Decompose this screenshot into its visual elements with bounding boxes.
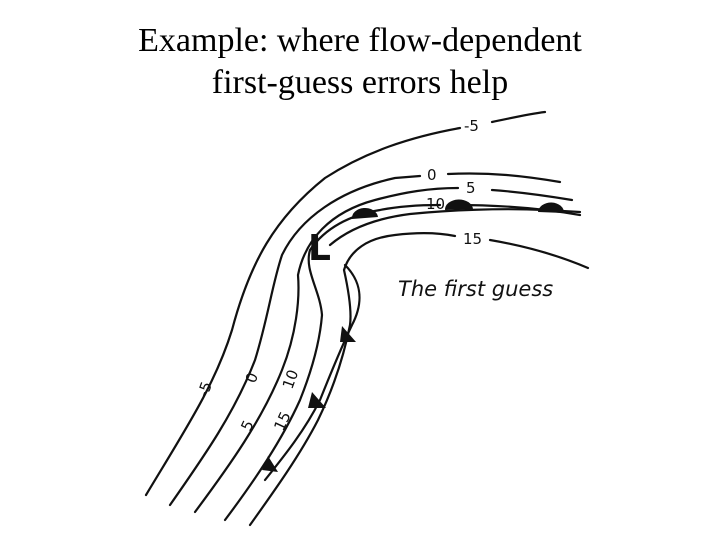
contour-minus5: [144, 110, 547, 497]
cold-front-triangle: [262, 456, 278, 472]
label-ten-top: 10: [426, 195, 445, 213]
contour-five: [193, 186, 574, 514]
warm-front-bump: [444, 199, 473, 210]
warm-front-line: [328, 208, 582, 247]
label-outer-top: -5: [464, 117, 479, 135]
title-line-1: Example: where flow-dependent: [138, 22, 582, 59]
warm-front-semicircles: [351, 199, 565, 219]
label-ten-left: 10: [279, 367, 302, 391]
cold-front-line: [263, 263, 361, 482]
title-line-2: first-guess errors help: [211, 64, 509, 101]
contour-fifteen: [248, 232, 590, 527]
cold-front-triangle: [340, 326, 356, 342]
label-zero-top: 0: [427, 166, 437, 184]
warm-front-bump: [538, 202, 565, 213]
label-fifteen-left: 15: [270, 409, 294, 434]
contour-ten: [223, 203, 582, 522]
low-pressure-label: L: [308, 228, 331, 269]
figure-caption: The first guess: [398, 277, 553, 301]
cold-front-triangle: [308, 392, 326, 408]
label-five-top: 5: [466, 179, 476, 197]
label-fifteen-top: 15: [463, 230, 482, 248]
low-pressure-symbol: L: [308, 228, 331, 269]
label-outer-left: -5: [194, 379, 216, 399]
slide-title: Example: where flow-dependent first-gues…: [0, 20, 720, 104]
label-five-left: 5: [237, 417, 257, 433]
cold-front-triangles: [262, 326, 356, 472]
contour-zero: [168, 172, 562, 507]
warm-front-bump: [351, 207, 378, 219]
